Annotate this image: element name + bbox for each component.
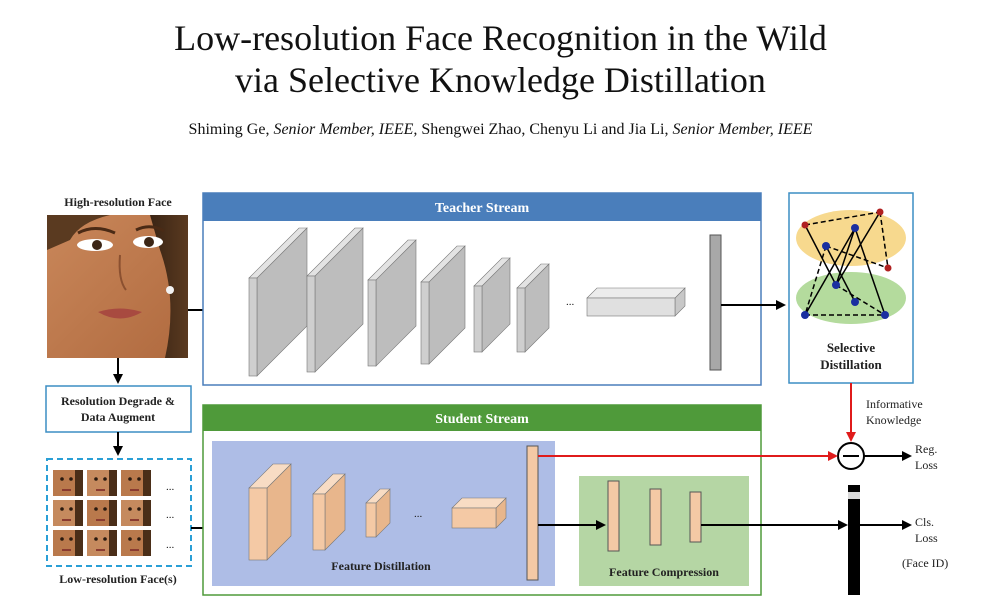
low-res-face-thumb-7 [53, 530, 83, 556]
student-layer-3 [365, 488, 391, 538]
author-1-name: Shiming Ge, [188, 121, 270, 138]
student-ellipsis: ... [414, 508, 423, 520]
cls-loss-line1: Cls. [915, 515, 934, 529]
selective-distillation-box: Selective Distillation [788, 192, 914, 384]
degrade-label-line1: Resolution Degrade & [61, 394, 175, 408]
teacher-layer-5 [473, 257, 511, 353]
grid-ellipsis-1: ... [166, 481, 175, 493]
cls-loss-line2: Loss [915, 531, 938, 545]
low-res-face-thumb-8 [87, 530, 117, 556]
low-res-face-thumb-2 [87, 470, 117, 496]
teacher-layer-3 [367, 239, 417, 367]
feature-compression-panel [579, 476, 749, 586]
reg-loss-line2: Loss [915, 458, 938, 472]
compression-layer-3 [689, 491, 702, 543]
student-output-layer [526, 445, 539, 581]
author-2-affiliation: Senior Member, IEEE [672, 121, 813, 138]
high-res-face-image [47, 215, 188, 358]
low-res-face-thumb-4 [53, 500, 83, 526]
compression-layer-1 [607, 480, 620, 552]
student-layer-4 [451, 497, 507, 529]
student-layer-2 [312, 473, 346, 551]
selective-label-line1: Selective [827, 340, 876, 355]
title-line-1: Low-resolution Face Recognition in the W… [174, 18, 827, 58]
degrade-label-line2: Data Augment [81, 410, 155, 424]
low-res-face-thumb-1 [53, 470, 83, 496]
grid-ellipsis-2: ... [166, 509, 175, 521]
teacher-layer-2 [306, 227, 364, 373]
low-res-face-thumb-9 [121, 530, 151, 556]
teacher-stream-title: Teacher Stream [435, 201, 530, 216]
compression-layer-2 [649, 488, 662, 546]
degrade-box: Resolution Degrade & Data Augment [45, 385, 192, 433]
low-res-face-label: Low-resolution Face(s) [59, 572, 176, 586]
teacher-stream-box: Teacher Stream ... [202, 192, 762, 386]
teacher-layer-7 [586, 287, 686, 317]
informative-label-line2: Knowledge [866, 413, 921, 427]
feature-compression-label: Feature Compression [609, 565, 719, 579]
student-stream-box: Student Stream ... Feature Distillation … [202, 404, 762, 596]
minus-node [837, 442, 865, 470]
low-res-face-thumb-5 [87, 500, 117, 526]
teacher-layer-6 [516, 263, 550, 353]
informative-label-line1: Informative [866, 397, 923, 411]
author-line: Shiming Ge, Senior Member, IEEE, Shengwe… [0, 121, 1001, 139]
low-res-face-thumb-3 [121, 470, 151, 496]
classifier-bar [848, 485, 860, 595]
title-line-2: via Selective Knowledge Distillation [235, 60, 766, 100]
author-1-affiliation: Senior Member, IEEE, [273, 121, 418, 138]
low-res-faces-grid: ... ... ... [46, 458, 192, 567]
feature-distillation-label: Feature Distillation [331, 559, 431, 573]
grid-ellipsis-3: ... [166, 539, 175, 551]
student-stream-title: Student Stream [435, 412, 529, 427]
student-layer-1 [248, 463, 292, 561]
selective-label-line2: Distillation [820, 357, 882, 372]
high-res-face-label: High-resolution Face [64, 195, 172, 209]
author-2-name: Shengwei Zhao, Chenyu Li and Jia Li, [421, 121, 669, 138]
teacher-ellipsis: ... [566, 296, 575, 308]
face-id-label: (Face ID) [902, 556, 948, 570]
teacher-layer-4 [420, 245, 466, 365]
low-res-face-thumb-6 [121, 500, 151, 526]
teacher-output-layer [709, 234, 722, 371]
reg-loss-line1: Reg. [915, 442, 937, 456]
